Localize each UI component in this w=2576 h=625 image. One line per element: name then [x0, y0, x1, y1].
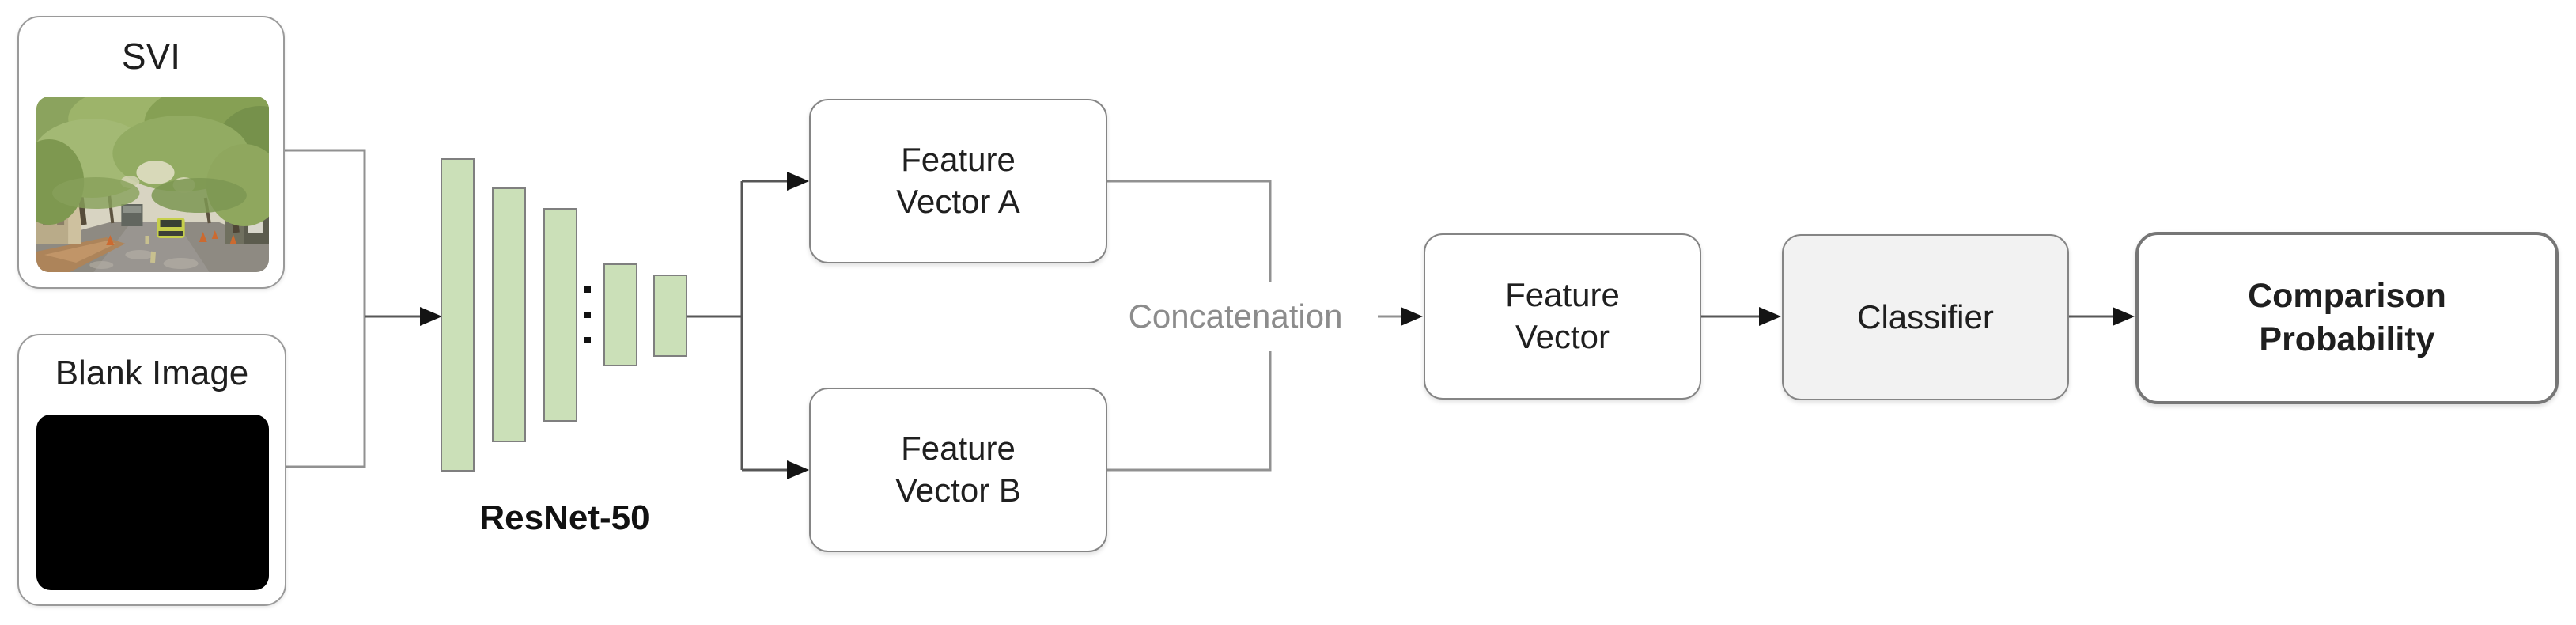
street-view-photo [36, 97, 269, 272]
resnet-bar-1 [441, 158, 475, 472]
feature-vector-label: Feature Vector [1505, 276, 1620, 355]
svi-label: SVI [121, 36, 181, 77]
resnet-bar-3 [543, 208, 577, 422]
feature-vector-box: Feature Vector [1424, 233, 1701, 400]
comparison-probability-label: Comparison Probability [2248, 276, 2446, 358]
feature-vector-b-box: Feature Vector B [809, 388, 1107, 552]
classifier-box: Classifier [1782, 234, 2069, 400]
feature-vector-b-label: Feature Vector B [895, 430, 1021, 509]
resnet-bar-5 [653, 275, 687, 357]
blank-image-input-box: Blank Image [17, 334, 286, 606]
vertical-ellipsis-icon [584, 286, 591, 343]
resnet-label: ResNet-50 [479, 498, 650, 537]
feature-vector-a-label: Feature Vector A [896, 141, 1020, 220]
svi-input-box: SVI [17, 16, 285, 289]
classifier-label: Classifier [1857, 297, 1994, 335]
feature-vector-a-box: Feature Vector A [809, 99, 1107, 263]
street-view-photo-art [36, 97, 269, 272]
comparison-probability-box: Comparison Probability [2135, 232, 2559, 404]
concatenation-label: Concatenation [1093, 282, 1378, 351]
resnet-bar-4 [603, 263, 637, 366]
resnet-bar-2 [492, 188, 526, 442]
blank-image-label: Blank Image [55, 354, 249, 392]
blank-image-placeholder [36, 415, 269, 590]
